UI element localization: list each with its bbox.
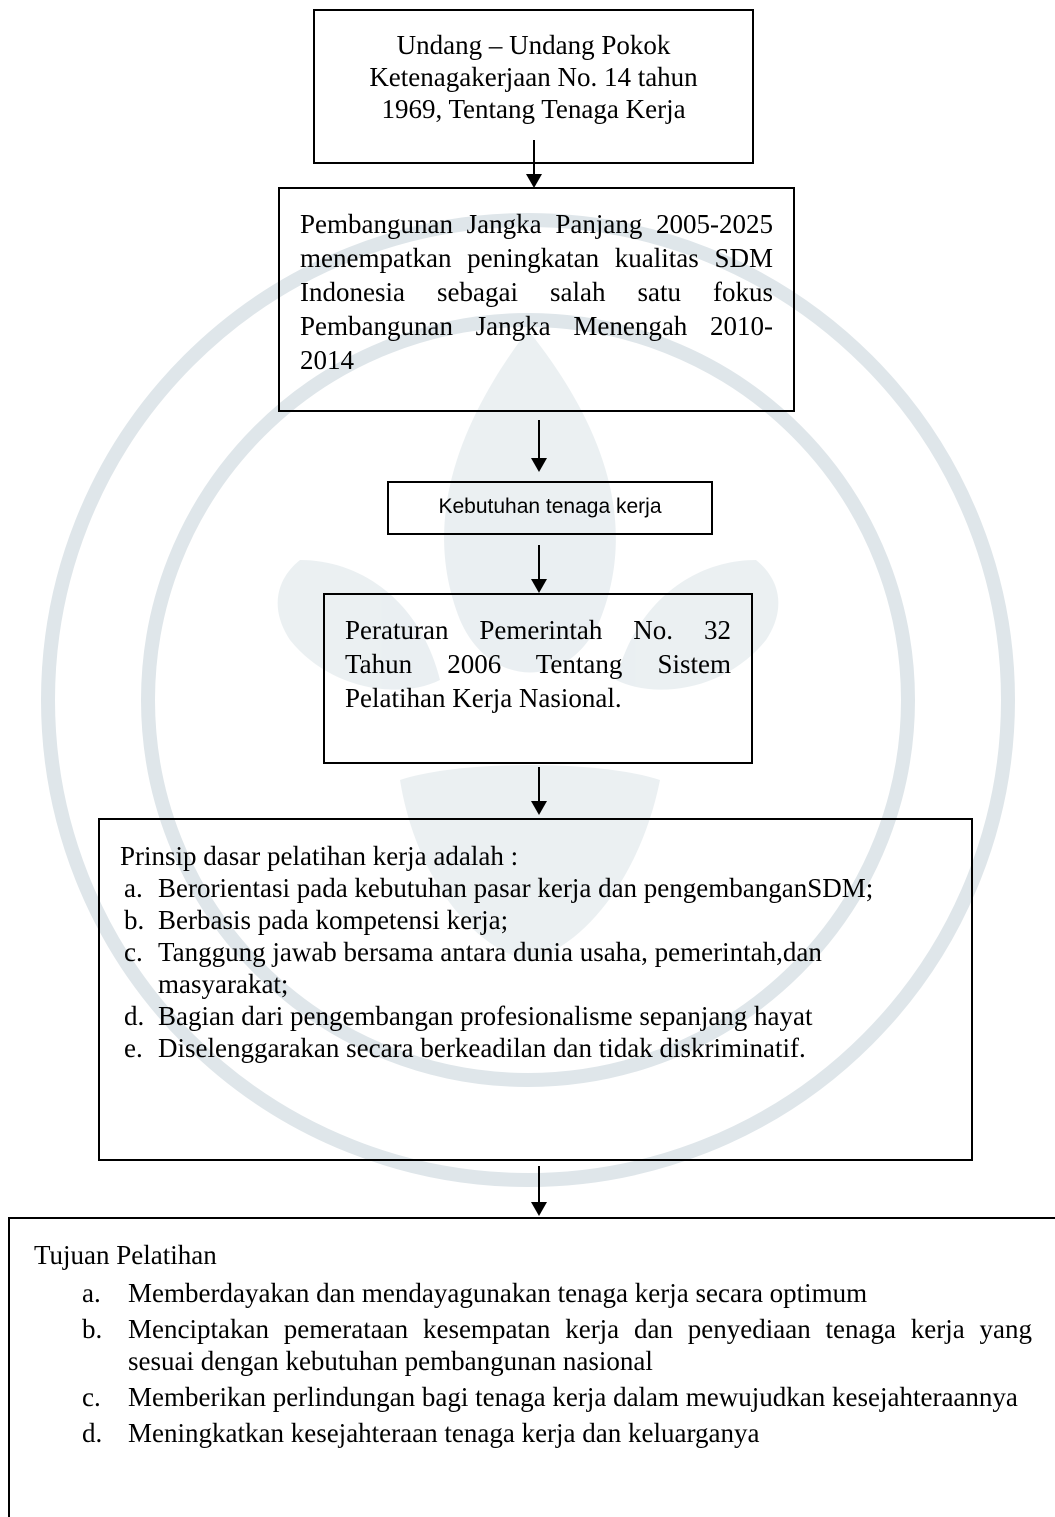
objective-text: Menciptakan pemerataan kesempatan kerja … — [128, 1314, 1032, 1376]
principle-text: Berbasis pada kompetensi kerja; — [158, 905, 509, 935]
arrow-5-icon — [531, 1166, 547, 1216]
principle-text: Bagian dari pengembangan profesionalisme… — [158, 1001, 813, 1031]
training-principles-list: a. Berorientasi pada kebutuhan pasar ker… — [120, 872, 951, 1064]
training-principles-box: Prinsip dasar pelatihan kerja adalah : a… — [98, 818, 973, 1161]
objective-item-c: c. Memberikan perlindungan bagi tenaga k… — [34, 1381, 1032, 1413]
labor-needs-box: Kebutuhan tenaga kerja — [387, 481, 713, 535]
long-term-development-text: Pembangunan Jangka Panjang 2005-2025 men… — [300, 209, 773, 375]
training-objectives-heading: Tujuan Pelatihan — [34, 1240, 217, 1270]
principle-text: Berorientasi pada kebutuhan pasar kerja … — [158, 873, 874, 903]
objective-marker: c. — [82, 1382, 101, 1412]
principle-marker: a. — [124, 873, 143, 903]
principle-text: Diselenggarakan secara berkeadilan dan t… — [158, 1033, 806, 1063]
law-box: Undang – Undang Pokok Ketenagakerjaan No… — [313, 9, 754, 164]
training-principles-heading: Prinsip dasar pelatihan kerja adalah : — [120, 841, 519, 871]
labor-needs-text: Kebutuhan tenaga kerja — [438, 495, 662, 518]
principle-item-e: e. Diselenggarakan secara berkeadilan da… — [120, 1032, 951, 1064]
objective-marker: d. — [82, 1418, 103, 1448]
principle-marker: e. — [124, 1033, 143, 1063]
objective-text: Memberdayakan dan mendayagunakan tenaga … — [128, 1278, 868, 1308]
long-term-development-box: Pembangunan Jangka Panjang 2005-2025 men… — [278, 187, 795, 412]
training-objectives-list: a. Memberdayakan dan mendayagunakan tena… — [34, 1277, 1032, 1449]
training-objectives-box: Tujuan Pelatihan a. Memberdayakan dan me… — [8, 1217, 1055, 1517]
principle-item-d: d. Bagian dari pengembangan profesionali… — [120, 1000, 951, 1032]
arrow-3-icon — [531, 545, 547, 593]
principle-marker: d. — [124, 1001, 145, 1031]
principle-marker: b. — [124, 905, 145, 935]
arrow-1-icon — [526, 140, 542, 188]
principle-text: Tanggung jawab bersama antara dunia usah… — [158, 937, 822, 999]
principle-marker: c. — [124, 937, 143, 967]
government-regulation-text: Peraturan Pemerintah No. 32 Tahun 2006 T… — [345, 615, 731, 713]
arrow-2-icon — [531, 420, 547, 472]
objective-marker: b. — [82, 1314, 103, 1344]
principle-item-a: a. Berorientasi pada kebutuhan pasar ker… — [120, 872, 951, 904]
objective-item-b: b. Menciptakan pemerataan kesempatan ker… — [34, 1313, 1032, 1377]
law-line-3: 1969, Tentang Tenaga Kerja — [381, 94, 686, 124]
objective-item-d: d. Meningkatkan kesejahteraan tenaga ker… — [34, 1417, 1032, 1449]
objective-text: Meningkatkan kesejahteraan tenaga kerja … — [128, 1418, 760, 1448]
arrow-4-icon — [531, 767, 547, 815]
principle-item-c: c. Tanggung jawab bersama antara dunia u… — [120, 936, 951, 1000]
law-line-1: Undang – Undang Pokok — [396, 30, 671, 60]
principle-item-b: b. Berbasis pada kompetensi kerja; — [120, 904, 951, 936]
objective-text: Memberikan perlindungan bagi tenaga kerj… — [128, 1382, 1018, 1412]
government-regulation-box: Peraturan Pemerintah No. 32 Tahun 2006 T… — [323, 593, 753, 764]
law-line-2: Ketenagakerjaan No. 14 tahun — [369, 62, 698, 92]
objective-marker: a. — [82, 1278, 101, 1308]
objective-item-a: a. Memberdayakan dan mendayagunakan tena… — [34, 1277, 1032, 1309]
